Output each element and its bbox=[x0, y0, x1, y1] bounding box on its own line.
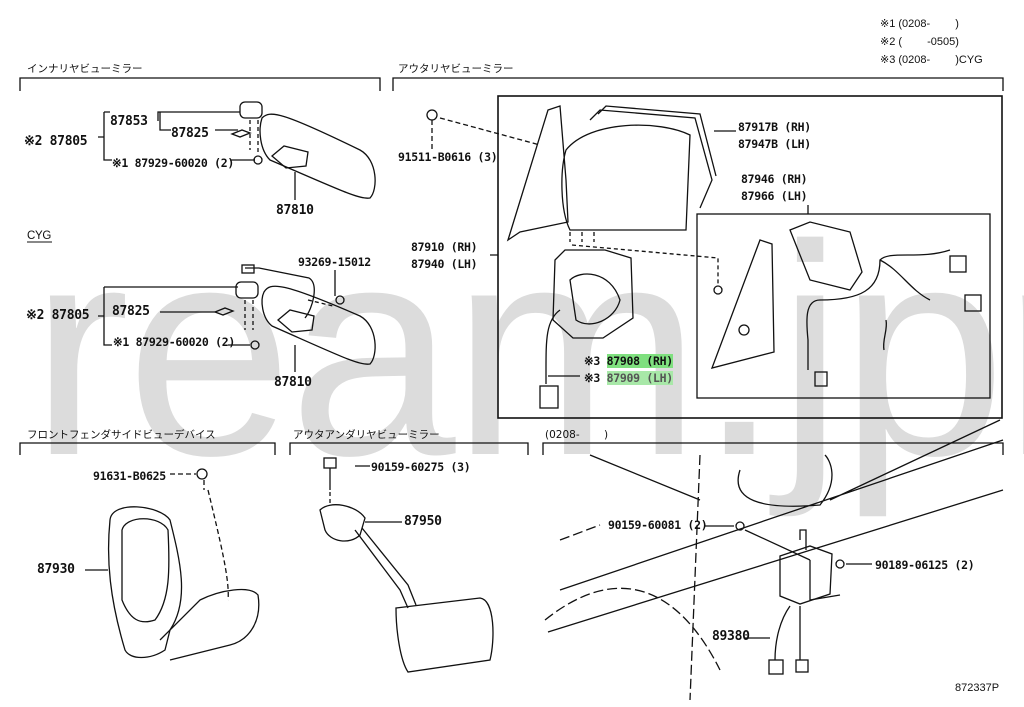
part-87810-b[interactable]: 87810 bbox=[274, 375, 312, 390]
part-87810-a[interactable]: 87810 bbox=[276, 203, 314, 218]
bracket-inner bbox=[19, 77, 381, 91]
part-87825-a[interactable]: 87825 bbox=[171, 126, 209, 141]
cyg-label: CYG bbox=[27, 230, 52, 242]
part-93269-15012[interactable]: 93269-15012 bbox=[298, 255, 371, 269]
part-87929-a[interactable]: ※1 87929-60020 (2) bbox=[112, 156, 234, 170]
note-2: ※2 ( -0505) bbox=[880, 36, 959, 48]
note-1: ※1 (0208- ) bbox=[880, 18, 959, 30]
part-87950[interactable]: 87950 bbox=[404, 514, 442, 529]
under-mirror-drawing bbox=[319, 457, 494, 673]
bracket-outer bbox=[392, 77, 1004, 91]
part-90159-60275[interactable]: 90159-60275 (3) bbox=[371, 460, 471, 474]
part-87909-row[interactable]: ※3 87909 (LH) bbox=[584, 371, 673, 385]
section-title-inner-mirror: インナリヤビューミラー bbox=[27, 63, 143, 75]
part-87805-b[interactable]: ※2 87805 bbox=[26, 308, 90, 323]
note-3: ※3 (0208- )CYG bbox=[880, 54, 983, 66]
section-title-outer-mirror: アウタリヤビューミラー bbox=[398, 63, 514, 75]
part-87853[interactable]: 87853 bbox=[110, 114, 148, 129]
part-87929-b[interactable]: ※1 87929-60020 (2) bbox=[113, 335, 235, 349]
bracket-module bbox=[542, 442, 1004, 455]
part-91511-b0616[interactable]: 91511-B0616 (3) bbox=[398, 150, 498, 164]
section-title-module: (0208- ) bbox=[545, 429, 609, 441]
part-87908-row[interactable]: ※3 87908 (RH) bbox=[584, 354, 673, 368]
part-87930[interactable]: 87930 bbox=[37, 562, 75, 577]
inner-mirror-b bbox=[98, 264, 376, 372]
inner-mirror-a bbox=[98, 101, 376, 200]
part-87805-a[interactable]: ※2 87805 bbox=[24, 134, 88, 149]
part-87966[interactable]: 87966 (LH) bbox=[741, 189, 808, 203]
part-87908[interactable]: 87908 (RH) bbox=[606, 354, 673, 368]
watermark: ream.jpn bbox=[30, 182, 1024, 518]
part-90159-60081[interactable]: 90159-60081 (2) bbox=[608, 518, 708, 532]
part-87946[interactable]: 87946 (RH) bbox=[741, 172, 808, 186]
diagram-code: 872337P bbox=[955, 682, 1000, 694]
bracket-under bbox=[289, 442, 529, 455]
part-87909[interactable]: 87909 (LH) bbox=[606, 371, 673, 385]
part-90189-06125[interactable]: 90189-06125 (2) bbox=[875, 558, 975, 572]
note-mark: ※3 bbox=[584, 354, 600, 368]
module-drawing bbox=[544, 419, 1004, 701]
part-87940[interactable]: 87940 (LH) bbox=[411, 257, 478, 271]
part-87917b[interactable]: 87917B (RH) bbox=[738, 120, 811, 134]
section-title-fender-device: フロントフェンダサイドビューデバイス bbox=[27, 429, 216, 441]
part-91631-b0625[interactable]: 91631-B0625 bbox=[93, 469, 166, 483]
part-87825-b[interactable]: 87825 bbox=[112, 304, 150, 319]
part-87947b[interactable]: 87947B (LH) bbox=[738, 137, 811, 151]
note-mark: ※3 bbox=[584, 371, 600, 385]
sub-assy-box bbox=[696, 213, 991, 399]
outer-mirror-drawing bbox=[426, 105, 982, 409]
fender-mirror-drawing bbox=[85, 468, 260, 661]
part-89380[interactable]: 89380 bbox=[712, 629, 750, 644]
section-title-outer-under-mirror: アウタアンダリヤビューミラー bbox=[293, 429, 440, 441]
outer-assy-box bbox=[497, 95, 1003, 419]
part-87910[interactable]: 87910 (RH) bbox=[411, 240, 478, 254]
bracket-fender bbox=[19, 442, 276, 455]
